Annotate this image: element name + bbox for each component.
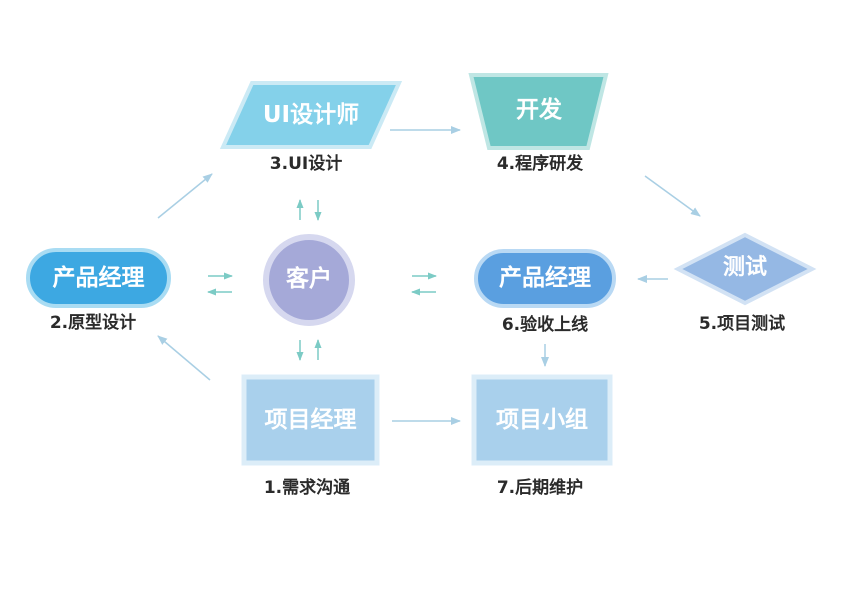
project-team-shape (471, 374, 613, 466)
project-manager-shape (241, 374, 380, 466)
ui-designer-shape (219, 81, 403, 149)
ui-designer-label: UI设计师 (262, 102, 360, 128)
project-manager-label: 项目经理 (264, 407, 357, 433)
dev-shape (468, 73, 609, 150)
pm-left-caption: 2.原型设计 (49, 313, 137, 333)
project-team-caption: 7.后期维护 (496, 478, 584, 498)
dev-label: 开发 (516, 97, 562, 123)
pm-mid-caption: 6.验收上线 (501, 315, 589, 335)
ui-designer-caption: 3.UI设计 (269, 154, 343, 174)
project-manager-caption: 1.需求沟通 (263, 478, 351, 498)
pm-left-shape (26, 248, 171, 308)
flow-arrows (157, 126, 701, 425)
pm-mid-label: 产品经理 (499, 265, 591, 291)
test-caption: 5.项目测试 (698, 314, 786, 334)
test-shape (673, 232, 817, 306)
client-label: 客户 (286, 266, 332, 292)
dev-caption: 4.程序研发 (496, 154, 584, 174)
pm-left-label: 产品经理 (52, 265, 145, 291)
project-team-label: 项目小组 (496, 407, 588, 433)
client-exchange-arrows (207, 199, 437, 361)
client-shape (263, 234, 355, 326)
arrow-pm-to-pm-left (157, 335, 211, 381)
arrow-dev-to-test (644, 175, 701, 217)
arrow-pm-left-to-ui (157, 173, 213, 219)
test-label: 测试 (722, 255, 767, 280)
pm-mid-shape (474, 249, 616, 308)
